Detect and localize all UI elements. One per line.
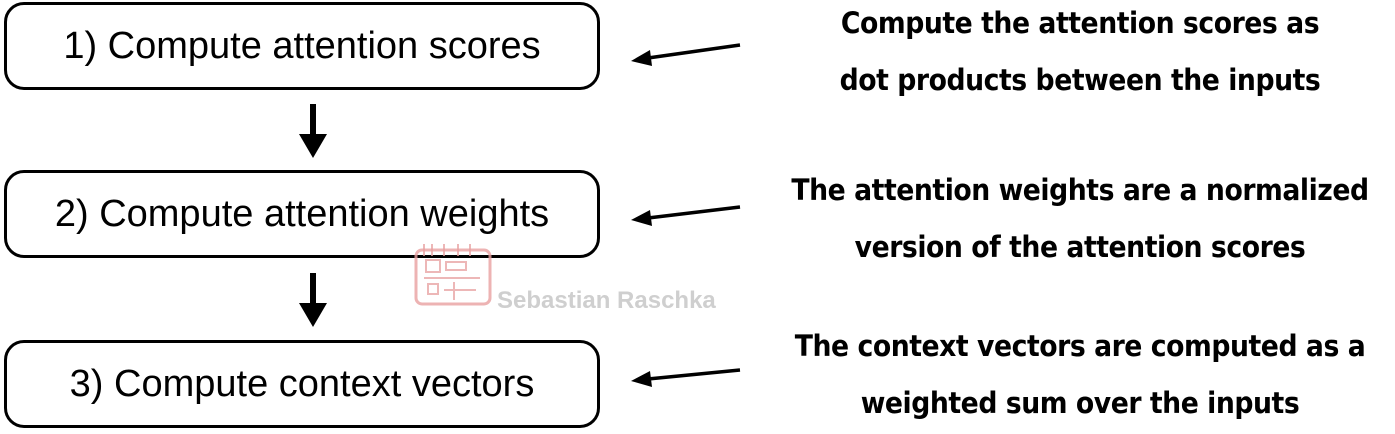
annotation-line: dot products between the inputs (839, 63, 1321, 97)
annotation-attention-weights: The attention weights are a normalized v… (786, 162, 1375, 276)
pointer-arrow-note-3 (631, 368, 741, 387)
annotation-attention-scores: Compute the attention scores as dot prod… (786, 0, 1375, 109)
watermark-text: Sebastian Raschka (497, 287, 716, 314)
watermark-stamp-icon (414, 244, 492, 306)
step-box-compute-attention-weights: 2) Compute attention weights (4, 170, 600, 258)
annotation-line: The attention weights are a normalized (791, 173, 1369, 207)
annotation-context-vectors: The context vectors are computed as a we… (786, 318, 1375, 432)
annotation-line: version of the attention scores (854, 230, 1306, 264)
step-label: 3) Compute context vectors (69, 362, 535, 405)
annotation-line: weighted sum over the inputs (860, 386, 1300, 420)
down-arrow-2-to-3 (299, 273, 327, 327)
pointer-arrow-note-2 (631, 205, 741, 226)
step-box-compute-context-vectors: 3) Compute context vectors (4, 340, 600, 428)
annotation-line: Compute the attention scores as (840, 6, 1320, 40)
down-arrow-1-to-2 (299, 104, 327, 158)
pointer-arrow-note-1 (631, 43, 741, 66)
step-label: 1) Compute attention scores (63, 24, 541, 67)
step-box-compute-attention-scores: 1) Compute attention scores (4, 2, 600, 90)
step-label: 2) Compute attention weights (54, 192, 550, 235)
annotation-line: The context vectors are computed as a (794, 329, 1366, 363)
